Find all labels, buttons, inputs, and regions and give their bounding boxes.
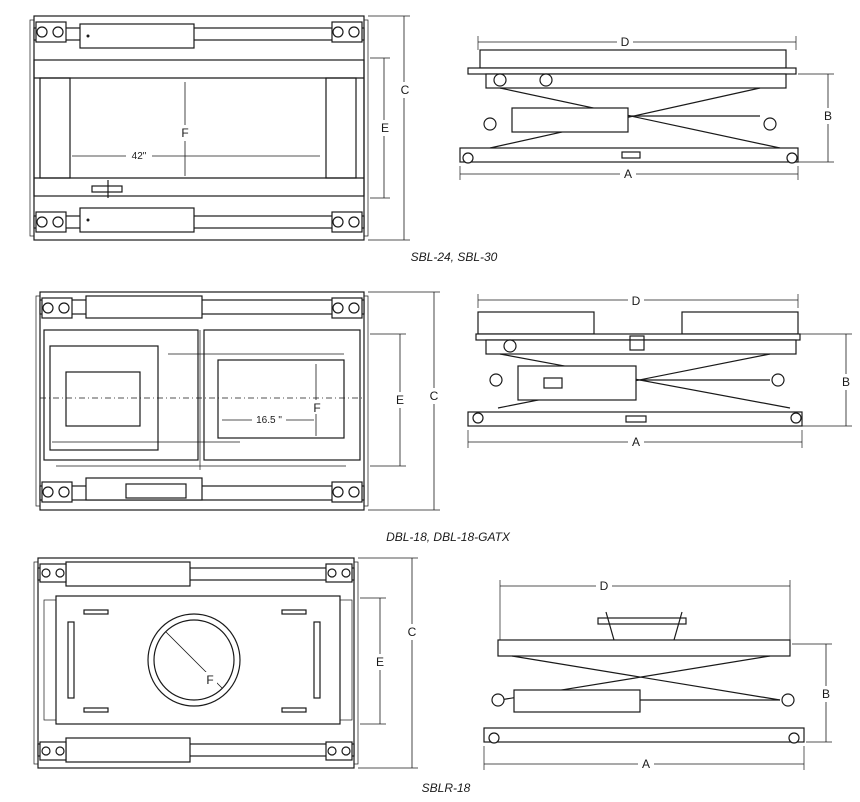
sbl-top-view: F 42" E C — [29, 15, 412, 241]
dim-D-label: D — [632, 294, 641, 308]
corner-roller-icon — [39, 563, 67, 583]
corner-roller-icon — [41, 481, 73, 503]
dbl-side-view: D B A — [467, 293, 854, 449]
dim-A-label: A — [642, 757, 650, 771]
width-annotation: 42" — [132, 151, 147, 162]
corner-roller-icon — [331, 21, 363, 43]
corner-roller-icon — [35, 211, 67, 233]
dim-E-label: E — [376, 655, 384, 669]
dim-D-label: D — [621, 35, 630, 49]
sblr-top-view: F E C — [33, 557, 420, 769]
dim-A-label: A — [624, 167, 632, 181]
dim-F-label: F — [206, 673, 213, 687]
sblr-side-view: D B A — [483, 579, 834, 771]
dim-C-label: C — [401, 83, 410, 97]
dim-E-label: E — [381, 121, 389, 135]
dim-B-label: B — [842, 375, 850, 389]
corner-roller-icon — [325, 741, 353, 761]
dim-C-label: C — [408, 625, 417, 639]
dbl-top-view: F 16.5 " E C — [35, 291, 442, 511]
dim-E-label: E — [396, 393, 404, 407]
corner-roller-icon — [331, 297, 363, 319]
caption-sblr: SBLR-18 — [422, 781, 471, 795]
dim-A-label: A — [632, 435, 640, 449]
dim-C-label: C — [430, 389, 439, 403]
corner-roller-icon — [331, 481, 363, 503]
corner-roller-icon — [35, 21, 67, 43]
dim-D-label: D — [600, 579, 609, 593]
width-annotation: 16.5 " — [256, 415, 282, 426]
dim-B-label: B — [824, 109, 832, 123]
dim-F-label: F — [313, 401, 320, 415]
corner-roller-icon — [325, 563, 353, 583]
caption-sbl: SBL-24, SBL-30 — [411, 250, 498, 264]
corner-roller-icon — [39, 741, 67, 761]
caption-dbl: DBL-18, DBL-18-GATX — [386, 530, 511, 544]
corner-roller-icon — [331, 211, 363, 233]
dim-B-label: B — [822, 687, 830, 701]
dim-F-label: F — [181, 126, 188, 140]
corner-roller-icon — [41, 297, 73, 319]
sbl-side-view: D B A — [459, 34, 836, 181]
